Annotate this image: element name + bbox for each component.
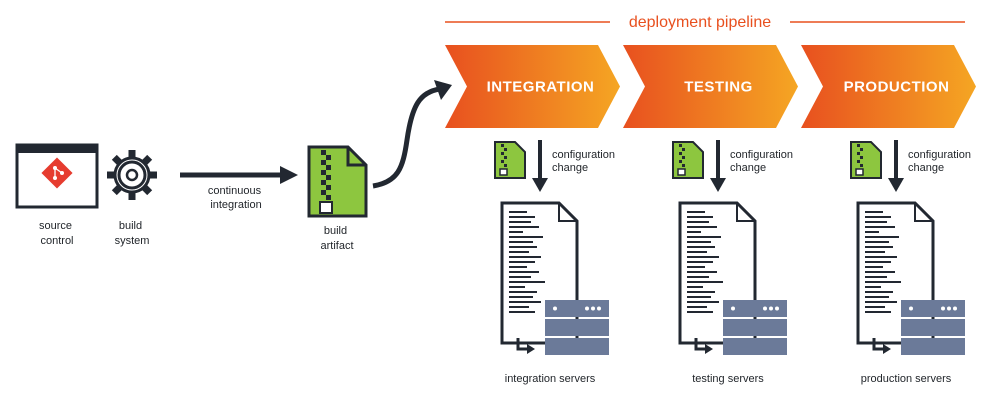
build-artifact-icon bbox=[307, 145, 368, 218]
stage-chevron bbox=[623, 45, 798, 128]
config-down-arrow bbox=[532, 140, 548, 192]
build-artifact-label: build artifact bbox=[320, 225, 353, 252]
server-icon bbox=[545, 300, 609, 355]
zip-file-icon bbox=[494, 141, 526, 179]
curved-arrow bbox=[372, 80, 452, 189]
server-icon bbox=[901, 300, 965, 355]
continuous-integration-label: continuous integration bbox=[208, 185, 264, 211]
stage-title: INTEGRATION bbox=[487, 79, 595, 96]
pipeline-title: deployment pipeline bbox=[629, 14, 771, 31]
return-arrow bbox=[694, 338, 713, 354]
config-down-arrow bbox=[710, 140, 726, 192]
stage-title: TESTING bbox=[684, 79, 753, 96]
return-arrow bbox=[872, 338, 891, 354]
zip-file-icon bbox=[319, 150, 333, 214]
gear-icon bbox=[107, 150, 157, 200]
git-icon bbox=[41, 157, 73, 189]
continuous-integration-arrow bbox=[180, 166, 298, 184]
stage-title: PRODUCTION bbox=[844, 79, 950, 96]
build-system-label: build system bbox=[115, 220, 150, 247]
servers-label: integration servers bbox=[505, 373, 596, 385]
servers-label: testing servers bbox=[692, 373, 764, 385]
stage-chevron bbox=[801, 45, 976, 128]
return-arrow bbox=[516, 338, 535, 354]
pipeline-title-bracket: deployment pipeline bbox=[445, 14, 965, 31]
config-down-arrow bbox=[888, 140, 904, 192]
source-control-icon bbox=[15, 143, 99, 209]
server-icon bbox=[723, 300, 787, 355]
source-control-label: source control bbox=[39, 220, 75, 247]
zip-file-icon bbox=[850, 141, 882, 179]
stage-chevron bbox=[445, 45, 620, 128]
servers-label: production servers bbox=[861, 373, 952, 385]
zip-file-icon bbox=[672, 141, 704, 179]
